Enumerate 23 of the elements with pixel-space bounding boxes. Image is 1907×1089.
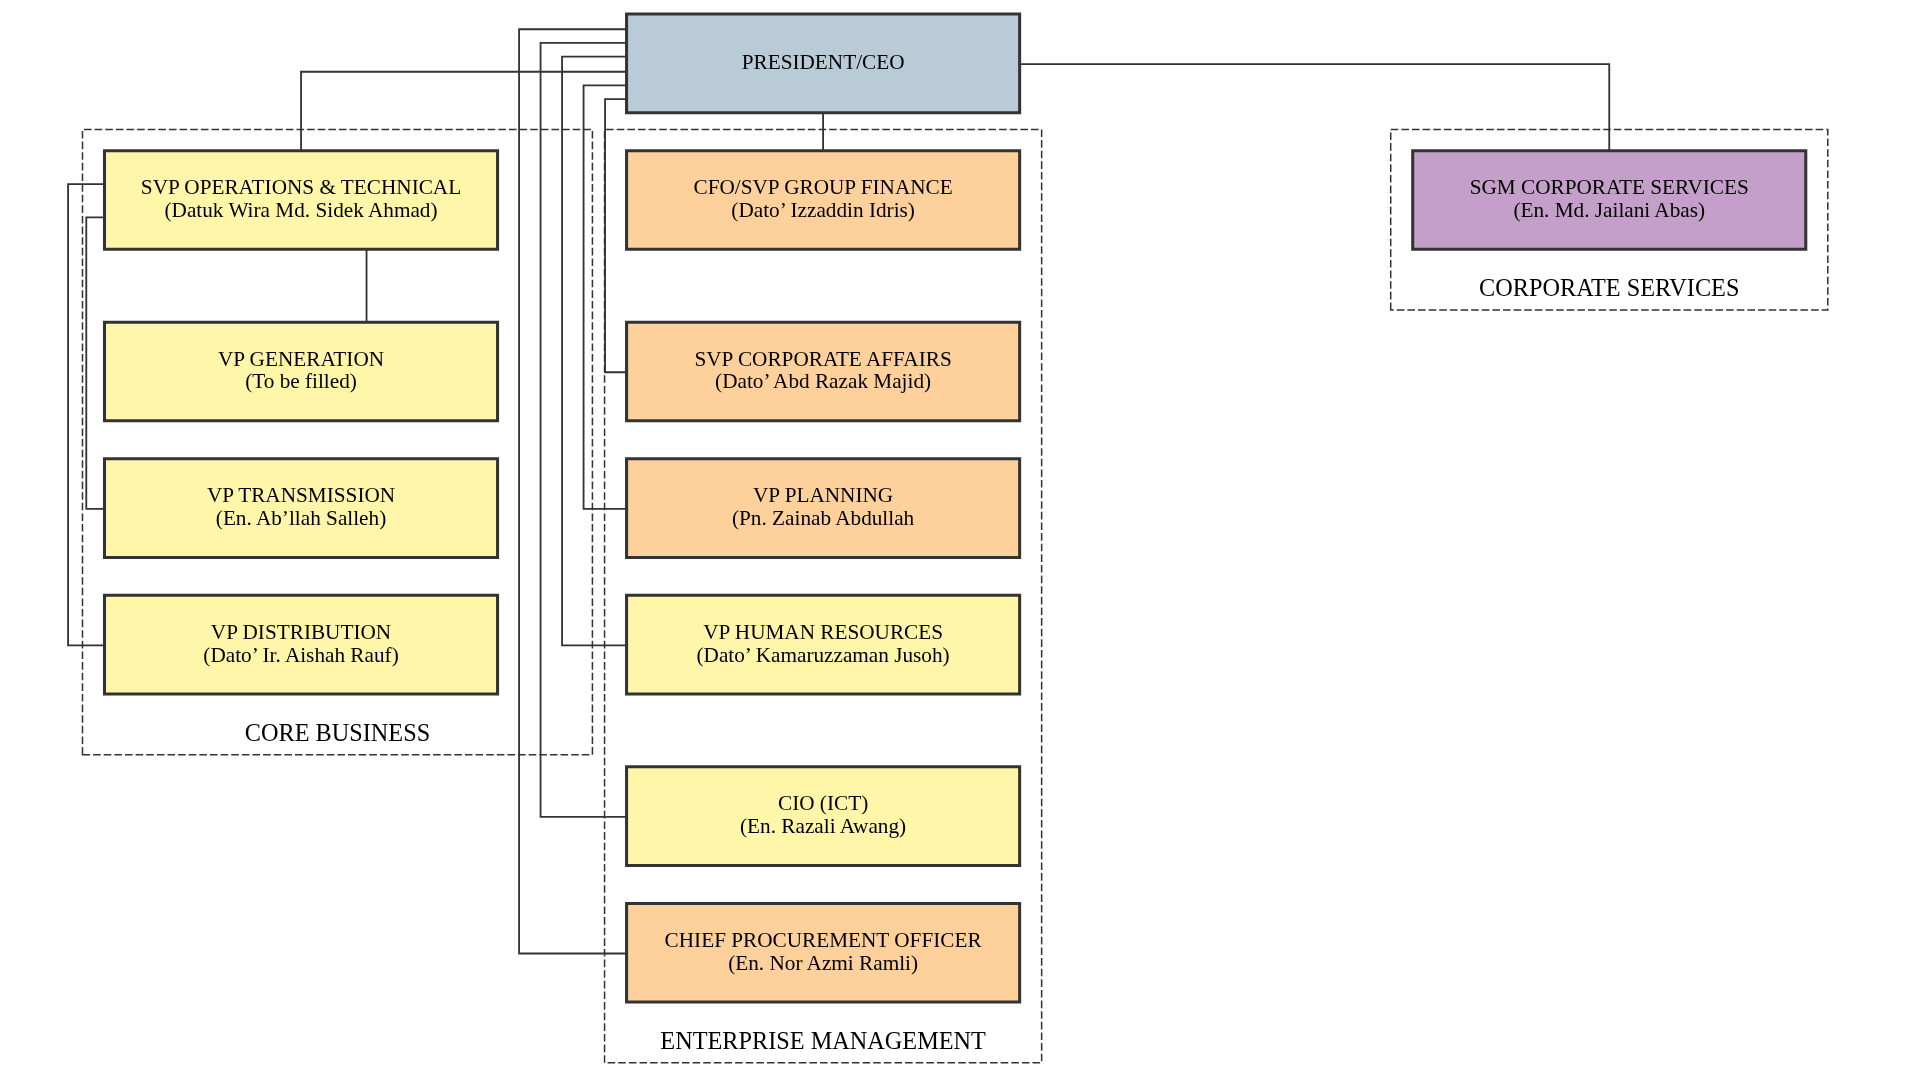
node-box: PRESIDENT/CEO bbox=[624, 12, 1021, 115]
connector bbox=[84, 216, 105, 510]
node-box: CFO/SVP GROUP FINANCE (Dato’ Izzaddin Idris) bbox=[624, 149, 1021, 251]
node-box: VP TRANSMISSION (En. Ab’llah Salleh) bbox=[102, 457, 499, 559]
connector bbox=[66, 183, 105, 647]
connector bbox=[582, 84, 627, 510]
node-box: VP PLANNING (Pn. Zainab Abdullah bbox=[624, 457, 1021, 559]
node-box: SVP OPERATIONS & TECHNICAL (Datuk Wira Md. Sidek Ahmad) bbox=[102, 149, 499, 251]
node-box: SGM CORPORATE SERVICES (En. Md. Jailani Abas) bbox=[1410, 149, 1807, 251]
node-box: VP DISTRIBUTION (Dato’ Ir. Aishah Rauf) bbox=[102, 593, 499, 696]
connector bbox=[560, 55, 627, 647]
connector bbox=[299, 70, 627, 151]
connector bbox=[365, 248, 367, 323]
node-box: VP HUMAN RESOURCES (Dato’ Kamaruzzaman Jusoh) bbox=[624, 593, 1021, 696]
connector bbox=[1018, 63, 1610, 152]
node-box: VP GENERATION (To be filled) bbox=[102, 320, 499, 423]
node-box: SVP CORPORATE AFFAIRS (Dato’ Abd Razak Majid) bbox=[624, 320, 1021, 423]
connector bbox=[517, 28, 627, 955]
node-box: CHIEF PROCUREMENT OFFICER (En. Nor Azmi Ramli) bbox=[624, 901, 1021, 1004]
connector bbox=[821, 112, 824, 152]
connector bbox=[603, 98, 627, 374]
connector bbox=[539, 42, 627, 818]
node-box: CIO (ICT) (En. Razali Awang) bbox=[624, 765, 1021, 867]
